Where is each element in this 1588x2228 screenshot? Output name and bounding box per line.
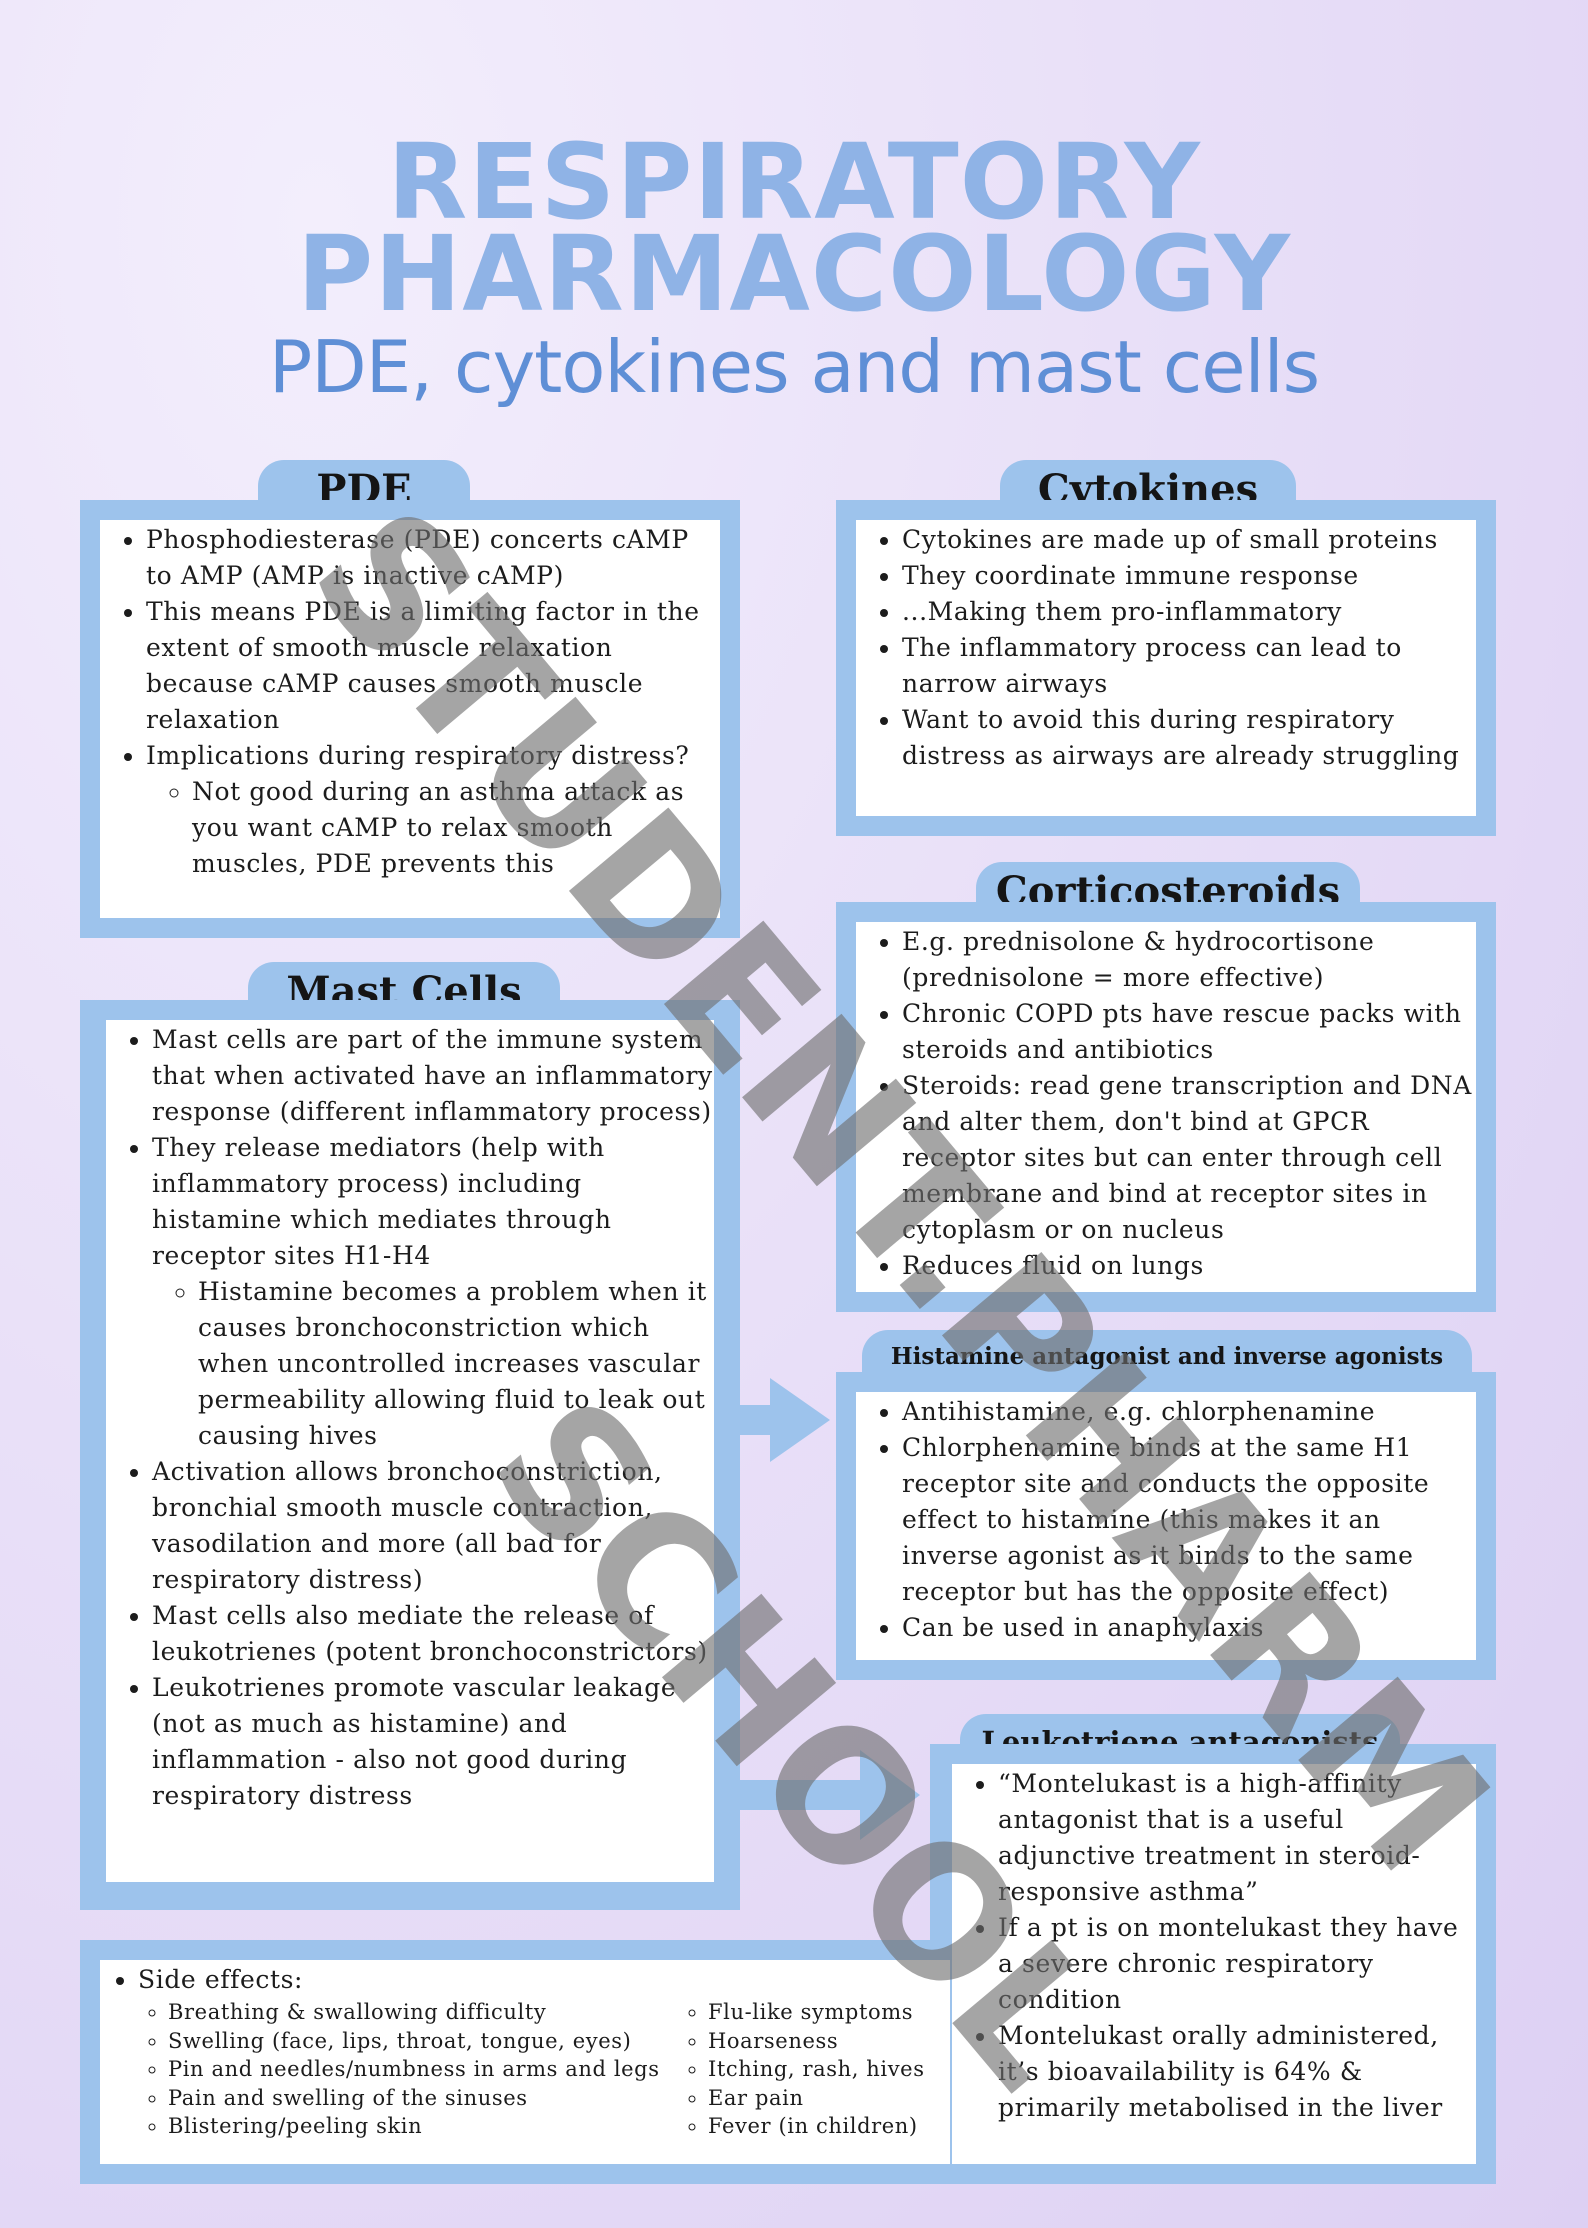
side-effects-heading: Side effects:	[138, 1965, 304, 1994]
list-item: Fever (in children)	[708, 2112, 925, 2141]
cytokines-list: Cytokines are made up of small proteins …	[856, 520, 1476, 774]
list-item: Ear pain	[708, 2084, 925, 2113]
list-item: Want to avoid this during respiratory di…	[902, 702, 1476, 774]
list-item: Swelling (face, lips, throat, tongue, ey…	[168, 2027, 678, 2056]
list-item: Hoarseness	[708, 2027, 925, 2056]
list-item: Chlorphenamine binds at the same H1 rece…	[902, 1430, 1476, 1610]
list-item: Can be used in anaphylaxis	[902, 1610, 1476, 1646]
list-item: Itching, rash, hives	[708, 2055, 925, 2084]
leukotriene-panel: “Montelukast is a high-affinity antagoni…	[930, 1744, 1496, 2184]
list-item: They release mediators (help with inflam…	[152, 1130, 714, 1454]
list-item: Leukotrienes promote vascular leakage (n…	[152, 1670, 714, 1814]
side-effects-columns: Breathing & swallowing difficulty Swelli…	[138, 1998, 950, 2141]
corticosteroids-list: E.g. prednisolone & hydrocortisone (pred…	[856, 922, 1476, 1284]
list-item: Montelukast orally administered, it’s bi…	[998, 2018, 1476, 2126]
list-item: Reduces fluid on lungs	[902, 1248, 1476, 1284]
leukotriene-list: “Montelukast is a high-affinity antagoni…	[952, 1764, 1476, 2126]
list-item: Phosphodiesterase (PDE) concerts cAMP to…	[146, 522, 720, 594]
list-item: They coordinate immune response	[902, 558, 1476, 594]
histamine-panel: Antihistamine, e.g. chlorphenamine Chlor…	[836, 1372, 1496, 1680]
list-item: Chronic COPD pts have rescue packs with …	[902, 996, 1476, 1068]
list-item-label: They release mediators (help with inflam…	[152, 1133, 612, 1270]
list-item: Breathing & swallowing difficulty	[168, 1998, 678, 2027]
pde-sublist: Not good during an asthma attack as you …	[146, 774, 720, 882]
list-item: Antihistamine, e.g. chlorphenamine	[902, 1394, 1476, 1430]
list-item: Pin and needles/numbness in arms and leg…	[168, 2055, 678, 2084]
list-item: This means PDE is a limiting factor in t…	[146, 594, 720, 738]
list-item: Cytokines are made up of small proteins	[902, 522, 1476, 558]
mast-cells-sublist: Histamine becomes a problem when it caus…	[152, 1274, 714, 1454]
list-item: The inflammatory process can lead to nar…	[902, 630, 1476, 702]
list-item: ...Making them pro-inflammatory	[902, 594, 1476, 630]
list-item: “Montelukast is a high-affinity antagoni…	[998, 1766, 1476, 1910]
list-item-label: Implications during respiratory distress…	[146, 741, 690, 770]
pde-panel: Phosphodiesterase (PDE) concerts cAMP to…	[80, 500, 740, 938]
list-item: Activation allows bronchoconstriction, b…	[152, 1454, 714, 1598]
mast-cells-list: Mast cells are part of the immune system…	[106, 1020, 714, 1814]
list-item: Flu-like symptoms	[708, 1998, 925, 2027]
side-effects-col2: Flu-like symptoms Hoarseness Itching, ra…	[678, 1998, 925, 2141]
page-subtitle: PDE, cytokines and mast cells	[268, 325, 1320, 409]
arrow-right-icon	[740, 1750, 920, 1840]
pde-list: Phosphodiesterase (PDE) concerts cAMP to…	[100, 520, 720, 882]
list-item: Steroids: read gene transcription and DN…	[902, 1068, 1476, 1248]
list-item: Side effects: Breathing & swallowing dif…	[138, 1962, 950, 2141]
list-item: E.g. prednisolone & hydrocortisone (pred…	[902, 924, 1476, 996]
side-effects-list: Side effects: Breathing & swallowing dif…	[100, 1960, 950, 2141]
sub-list-item: Not good during an asthma attack as you …	[192, 774, 720, 882]
side-effects-col1: Breathing & swallowing difficulty Swelli…	[138, 1998, 678, 2141]
histamine-tab: Histamine antagonist and inverse agonist…	[862, 1330, 1472, 1376]
list-item: If a pt is on montelukast they have a se…	[998, 1910, 1476, 2018]
page-title-line2: PHARMACOLOGY	[297, 213, 1291, 335]
list-item: Blistering/peeling skin	[168, 2112, 678, 2141]
side-effects-panel: Side effects: Breathing & swallowing dif…	[80, 1940, 950, 2184]
mast-cells-panel: Mast cells are part of the immune system…	[80, 1000, 740, 1910]
histamine-title: Histamine antagonist and inverse agonist…	[890, 1343, 1444, 1370]
list-item: Mast cells also mediate the release of l…	[152, 1598, 714, 1670]
list-item: Implications during respiratory distress…	[146, 738, 720, 882]
corticosteroids-panel: E.g. prednisolone & hydrocortisone (pred…	[836, 902, 1496, 1312]
histamine-list: Antihistamine, e.g. chlorphenamine Chlor…	[856, 1392, 1476, 1646]
sub-list-item: Histamine becomes a problem when it caus…	[198, 1274, 714, 1454]
list-item: Mast cells are part of the immune system…	[152, 1022, 714, 1130]
arrow-right-icon	[740, 1378, 830, 1462]
page-title-line1: RESPIRATORY	[387, 121, 1201, 243]
list-item: Pain and swelling of the sinuses	[168, 2084, 678, 2113]
cytokines-panel: Cytokines are made up of small proteins …	[836, 500, 1496, 836]
